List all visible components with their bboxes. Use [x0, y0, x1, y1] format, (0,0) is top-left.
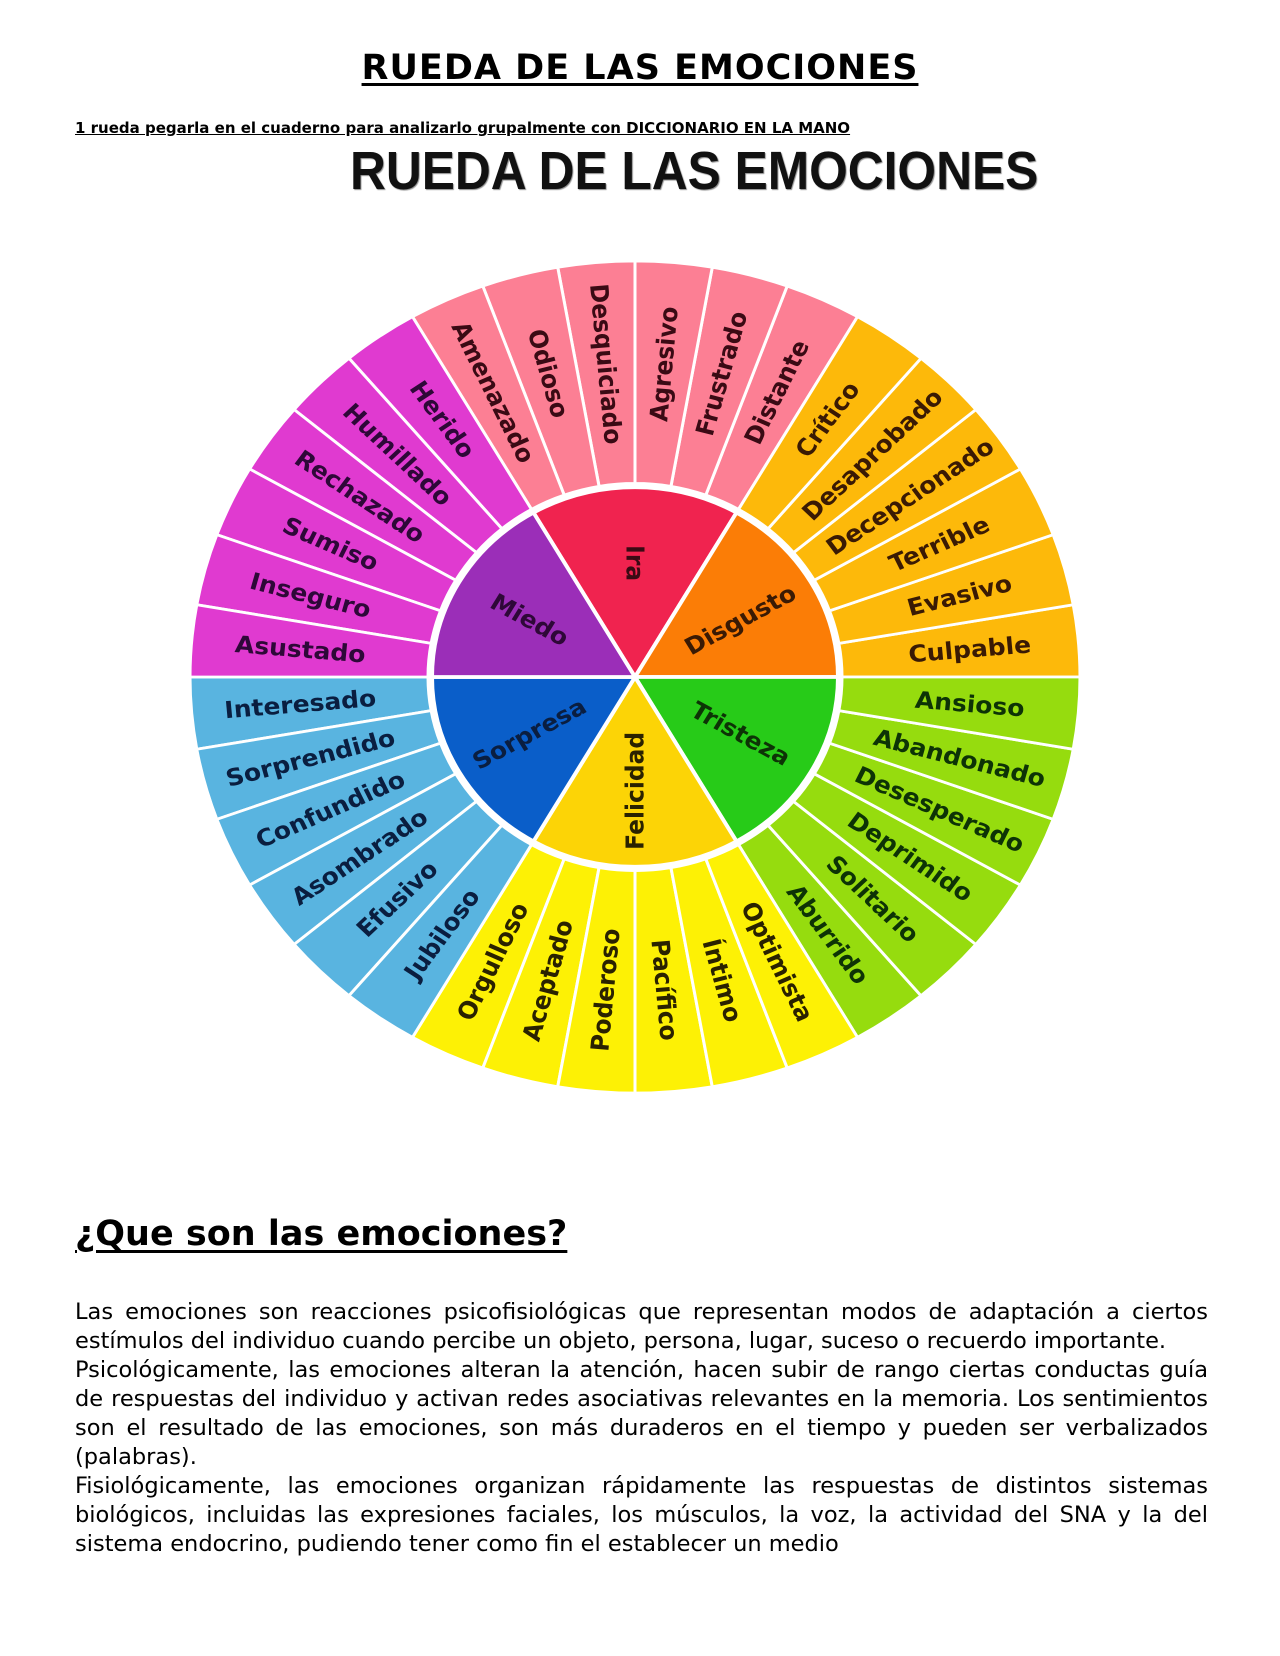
inner-label-ira: Ira [621, 545, 650, 581]
section-heading: ¿Que son las emociones? [75, 1214, 568, 1254]
paragraph-physiological: Fisiológicamente, las emociones organiza… [75, 1473, 1208, 1557]
ring-separator [427, 482, 843, 872]
emotion-wheel-graphic: DistanteFrustradoAgresivoDesquiciadoOdio… [188, 259, 1082, 1095]
wheel-image-title: RUEDA DE LAS EMOCIONES [350, 141, 1039, 201]
page-title: RUEDA DE LAS EMOCIONES [0, 48, 1280, 88]
paragraph-definition: Las emociones son reacciones psicofisiol… [75, 1299, 1208, 1354]
body-text: Las emociones son reacciones psicofisiol… [75, 1298, 1208, 1559]
page-title-text: RUEDA DE LAS EMOCIONES [361, 48, 919, 88]
inner-label-felicidad: Felicidad [621, 732, 650, 850]
instruction-text: 1 rueda pegarla en el cuaderno para anal… [75, 119, 851, 137]
paragraph-psychological: Psicológicamente, las emociones alteran … [75, 1357, 1208, 1470]
